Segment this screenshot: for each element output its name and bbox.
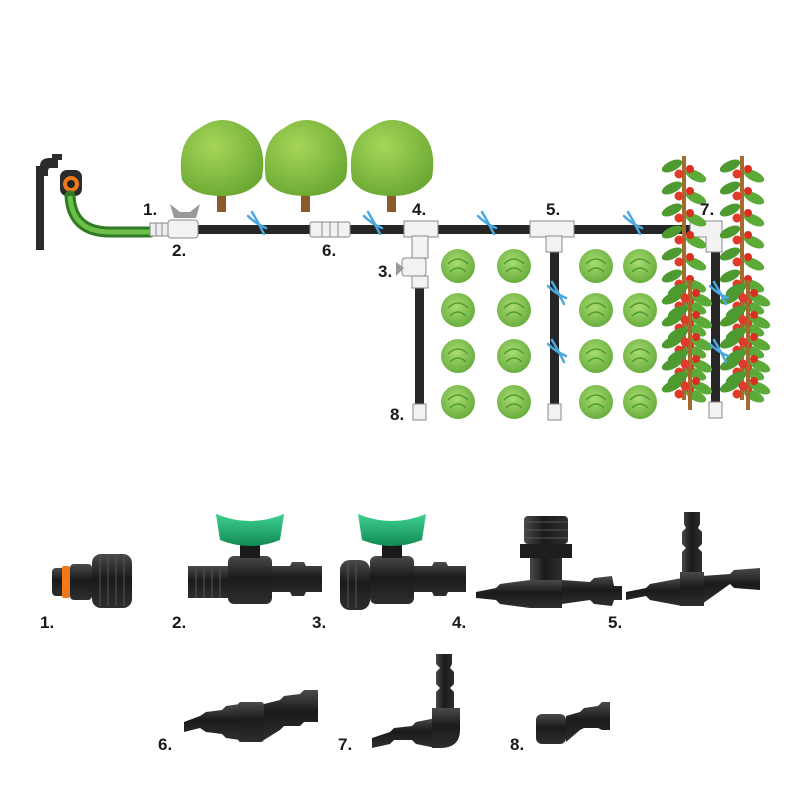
diagram-coupler [309,221,351,238]
water-drop-icon [622,210,644,236]
end-plug-icon [536,702,610,744]
diagram-tee [529,220,575,253]
diagram-threaded-tee [396,220,439,289]
diagram-label-5: 5. [546,200,560,219]
water-drop-icon [708,280,730,306]
lettuce-icon [441,249,475,283]
valve-male-thread-icon [188,514,322,604]
threaded-tee-icon [476,516,622,608]
tee-icon [626,512,760,606]
lettuce-icon [579,385,613,419]
lettuce-icon [623,385,657,419]
diagram-label-1: 1. [143,200,157,219]
part-label-7: 7. [338,735,352,754]
diagram-label-3: 3. [378,262,392,281]
drip-line-3 [711,240,720,410]
tomato-plant-icon [667,280,713,410]
diagram-label-4: 4. [412,200,426,219]
lettuce-icon [441,385,475,419]
quick-connector-icon [52,554,132,608]
water-drop-icon [362,210,384,236]
lettuce-icon [497,385,531,419]
lettuce-icon [441,339,475,373]
part-label-2: 2. [172,613,186,632]
water-drop-icon [546,280,568,306]
lettuce-grid [441,249,657,419]
elbow-icon [372,654,460,748]
part-label-8: 8. [510,735,524,754]
diagram-valve [167,204,200,239]
drip-line-2 [550,232,559,414]
lettuce-icon [623,293,657,327]
straight-coupler-icon [184,690,318,742]
tree-icon [180,120,264,212]
faucet-icon [36,154,82,250]
diagram-end-plugs [412,401,723,421]
lettuce-icon [579,249,613,283]
lettuce-icon [497,293,531,327]
tomato-plant-icon [725,280,771,410]
diagram-label-6: 6. [322,241,336,260]
part-label-1: 1. [40,613,54,632]
lettuce-icon [579,339,613,373]
diagram-quick-connector [149,222,169,237]
tomato-plants [661,156,771,410]
water-drop-icon [476,210,498,236]
tree-icon [264,120,348,212]
water-drop-icon [708,338,730,364]
drip-line-1 [415,232,424,414]
diagram-label-2: 2. [172,241,186,260]
part-label-3: 3. [312,613,326,632]
lettuce-icon [497,339,531,373]
tree-icon [350,120,434,212]
lettuce-icon [497,249,531,283]
diagram-label-8: 8. [390,405,404,424]
part-label-5: 5. [608,613,622,632]
lettuce-icon [623,249,657,283]
part-label-4: 4. [452,613,466,632]
valve-female-thread-icon [340,514,466,610]
lettuce-icon [623,339,657,373]
lettuce-icon [441,293,475,327]
water-drops [246,210,730,364]
lettuce-icon [579,293,613,327]
part-label-6: 6. [158,735,172,754]
water-drop-icon [546,338,568,364]
water-drop-icon [246,210,268,236]
diagram-label-7: 7. [700,200,714,219]
